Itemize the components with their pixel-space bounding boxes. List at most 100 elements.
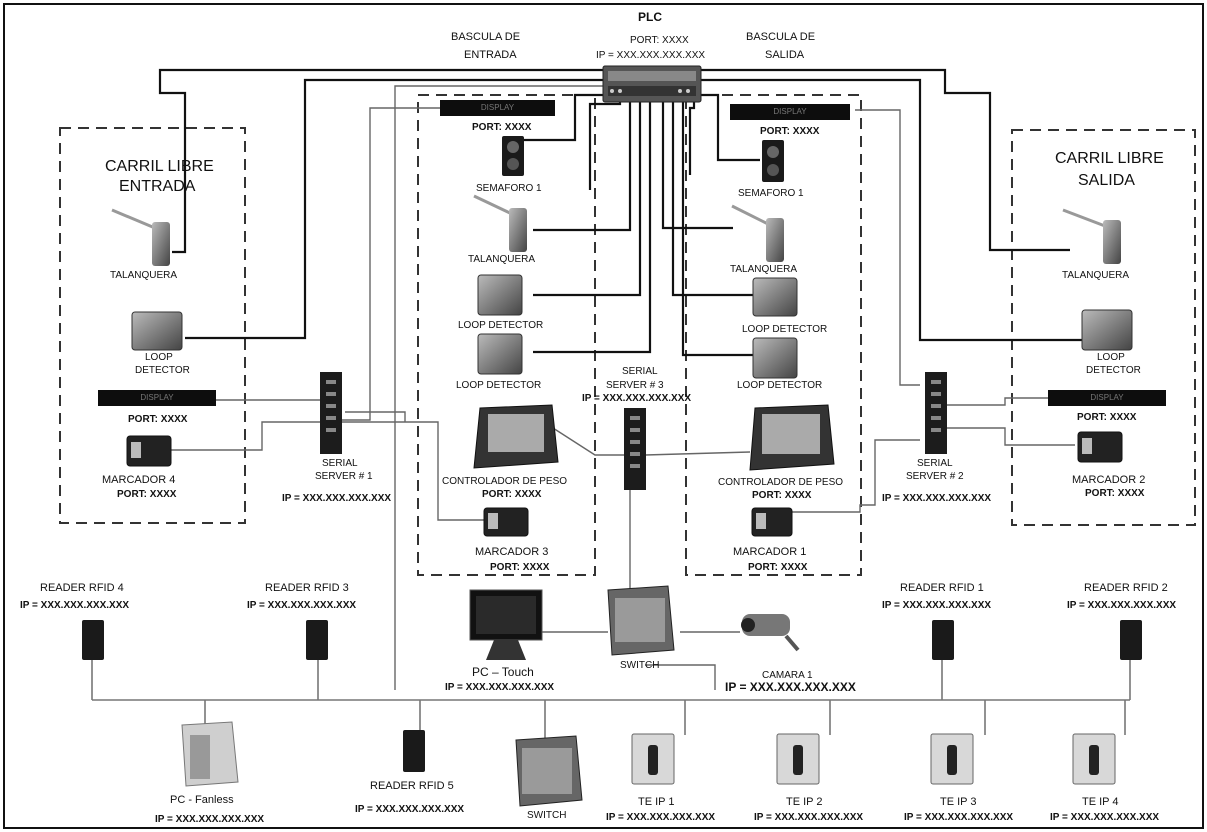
display-bascula-entrada: DISPLAY	[440, 100, 555, 116]
reader-rfid-4-label: READER RFID 4	[40, 582, 124, 594]
camara-icon	[741, 614, 800, 652]
bascula-salida-line2: SALIDA	[765, 49, 805, 61]
serial-server-1-line1: SERIAL	[322, 458, 358, 469]
loop-detector-entrada-2-label: LOOP DETECTOR	[456, 380, 542, 391]
reader-rfid-1-ip: IP = XXX.XXX.XXX.XXX	[882, 600, 992, 611]
loop-detector-entrada-1-label: LOOP DETECTOR	[458, 320, 544, 331]
pc-touch-label: PC – Touch	[472, 665, 534, 679]
loop-detector-salida-1-label: LOOP DETECTOR	[742, 324, 828, 335]
semaforo-1-right-icon	[762, 140, 784, 182]
talanquera-carril-entrada-label: TALANQUERA	[110, 270, 178, 281]
reader-rfid-1-label: READER RFID 1	[900, 582, 984, 594]
loop-detector-salida-2-label: LOOP DETECTOR	[737, 380, 823, 391]
semaforo-right-label: SEMAFORO 1	[738, 188, 804, 199]
marcador-3-port: PORT: XXXX	[490, 562, 550, 573]
zone-boxes	[59, 94, 1196, 576]
serial-server-icons	[320, 372, 947, 490]
marcador-2-label: MARCADOR 2	[1072, 474, 1146, 486]
pc-fanless-icon	[181, 721, 239, 787]
pc-fanless-ip: IP = XXX.XXX.XXX.XXX	[155, 814, 265, 825]
port-display-carril-salida: PORT: XXXX	[1077, 412, 1137, 423]
outer-border	[3, 3, 1204, 829]
carril-entrada-line2: ENTRADA	[119, 178, 196, 195]
te-ip-2-ip: IP = XXX.XXX.XXX.XXX	[754, 812, 864, 823]
port-display-bascula-salida: PORT: XXXX	[760, 126, 820, 137]
controlador-entrada-label: CONTROLADOR DE PESO	[442, 476, 568, 487]
pc-touch-icon	[469, 589, 543, 660]
reader-rfid-4-ip: IP = XXX.XXX.XXX.XXX	[20, 600, 130, 611]
zone-bascula-salida	[685, 94, 862, 576]
serial-server-1-ip: IP = XXX.XXX.XXX.XXX	[282, 493, 392, 504]
bascula-salida-line1: BASCULA DE	[746, 31, 816, 43]
serial-server-3-line1: SERIAL	[622, 366, 658, 377]
marcador-3-label: MARCADOR 3	[475, 546, 549, 558]
te-ip-1-ip: IP = XXX.XXX.XXX.XXX	[606, 812, 716, 823]
semaforo-1-left-icon	[502, 136, 524, 176]
talanquera-bascula-salida-label: TALANQUERA	[730, 264, 798, 275]
te-ip-3-ip: IP = XXX.XXX.XXX.XXX	[904, 812, 1014, 823]
plc-title: PLC	[638, 10, 662, 24]
plc-ip: IP = XXX.XXX.XXX.XXX	[596, 50, 706, 61]
serial-server-3-line2: SERVER # 3	[606, 380, 664, 391]
loop-detector-icons	[131, 274, 1133, 379]
port-display-bascula-entrada: PORT: XXXX	[472, 122, 532, 133]
camara-label: CAMARA 1	[762, 670, 813, 681]
switch-top-icon	[607, 585, 675, 656]
switch-bottom-label: SWITCH	[527, 810, 567, 821]
controlador-entrada-port: PORT: XXXX	[482, 489, 542, 500]
port-display-carril-entrada: PORT: XXXX	[128, 414, 188, 425]
loop-detector-carril-salida-line2: DETECTOR	[1086, 365, 1141, 376]
te-ip-2-label: TE IP 2	[786, 796, 823, 808]
reader-rfid-5-ip: IP = XXX.XXX.XXX.XXX	[355, 804, 465, 815]
loop-detector-carril-entrada-line2: DETECTOR	[135, 365, 190, 376]
te-ip-4-ip: IP = XXX.XXX.XXX.XXX	[1050, 812, 1160, 823]
marcador-2-port: PORT: XXXX	[1085, 488, 1145, 499]
bascula-entrada-line1: BASCULA DE	[451, 31, 521, 43]
plc-device	[602, 65, 702, 103]
plc-port: PORT: XXXX	[630, 35, 689, 46]
te-ip-3-label: TE IP 3	[940, 796, 977, 808]
zone-bascula-entrada	[417, 94, 596, 576]
carril-salida-line2: SALIDA	[1078, 172, 1135, 189]
marcador-1-port: PORT: XXXX	[748, 562, 808, 573]
te-ip-1-label: TE IP 1	[638, 796, 675, 808]
carril-entrada-line1: CARRIL LIBRE	[105, 158, 214, 175]
serial-server-1-line2: SERVER # 1	[315, 471, 373, 482]
reader-rfid-5-label: READER RFID 5	[370, 780, 454, 792]
semaforo-left-label: SEMAFORO 1	[476, 183, 542, 194]
controlador-peso-icons	[473, 404, 835, 471]
talanquera-carril-salida-label: TALANQUERA	[1062, 270, 1130, 281]
reader-rfid-3-ip: IP = XXX.XXX.XXX.XXX	[247, 600, 357, 611]
marcador-4-port: PORT: XXXX	[117, 489, 177, 500]
bascula-entrada-line2: ENTRADA	[464, 49, 517, 61]
display-bascula-salida: DISPLAY	[730, 104, 850, 120]
te-ip-icons	[631, 733, 1116, 785]
carril-salida-line1: CARRIL LIBRE	[1055, 150, 1164, 167]
reader-rfid-2-ip: IP = XXX.XXX.XXX.XXX	[1067, 600, 1177, 611]
switch-top-label: SWITCH	[620, 660, 660, 671]
te-ip-4-label: TE IP 4	[1082, 796, 1119, 808]
serial-server-3-ip: IP = XXX.XXX.XXX.XXX	[582, 393, 692, 404]
rfid-reader-icons	[82, 620, 1142, 772]
zone-carril-entrada	[59, 127, 246, 524]
talanquera-icons	[111, 194, 1121, 266]
reader-rfid-2-label: READER RFID 2	[1084, 582, 1168, 594]
serial-server-2-line2: SERVER # 2	[906, 471, 964, 482]
loop-detector-carril-salida-line1: LOOP	[1097, 352, 1125, 363]
bottom-bus	[91, 660, 1131, 740]
loop-detector-carril-entrada-line1: LOOP	[145, 352, 173, 363]
controlador-salida-port: PORT: XXXX	[752, 490, 812, 501]
switch-bottom-icon	[515, 735, 583, 807]
serial-server-2-line1: SERIAL	[917, 458, 953, 469]
wires	[158, 68, 1082, 357]
controlador-salida-label: CONTROLADOR DE PESO	[718, 477, 844, 488]
display-carril-entrada: DISPLAY	[98, 390, 216, 406]
camara-ip: IP = XXX.XXX.XXX.XXX	[725, 680, 856, 694]
reader-rfid-3-label: READER RFID 3	[265, 582, 349, 594]
serial-server-2-ip: IP = XXX.XXX.XXX.XXX	[882, 493, 992, 504]
pc-fanless-label: PC - Fanless	[170, 794, 234, 806]
marcador-4-label: MARCADOR 4	[102, 474, 176, 486]
thin-wires	[170, 85, 1075, 690]
